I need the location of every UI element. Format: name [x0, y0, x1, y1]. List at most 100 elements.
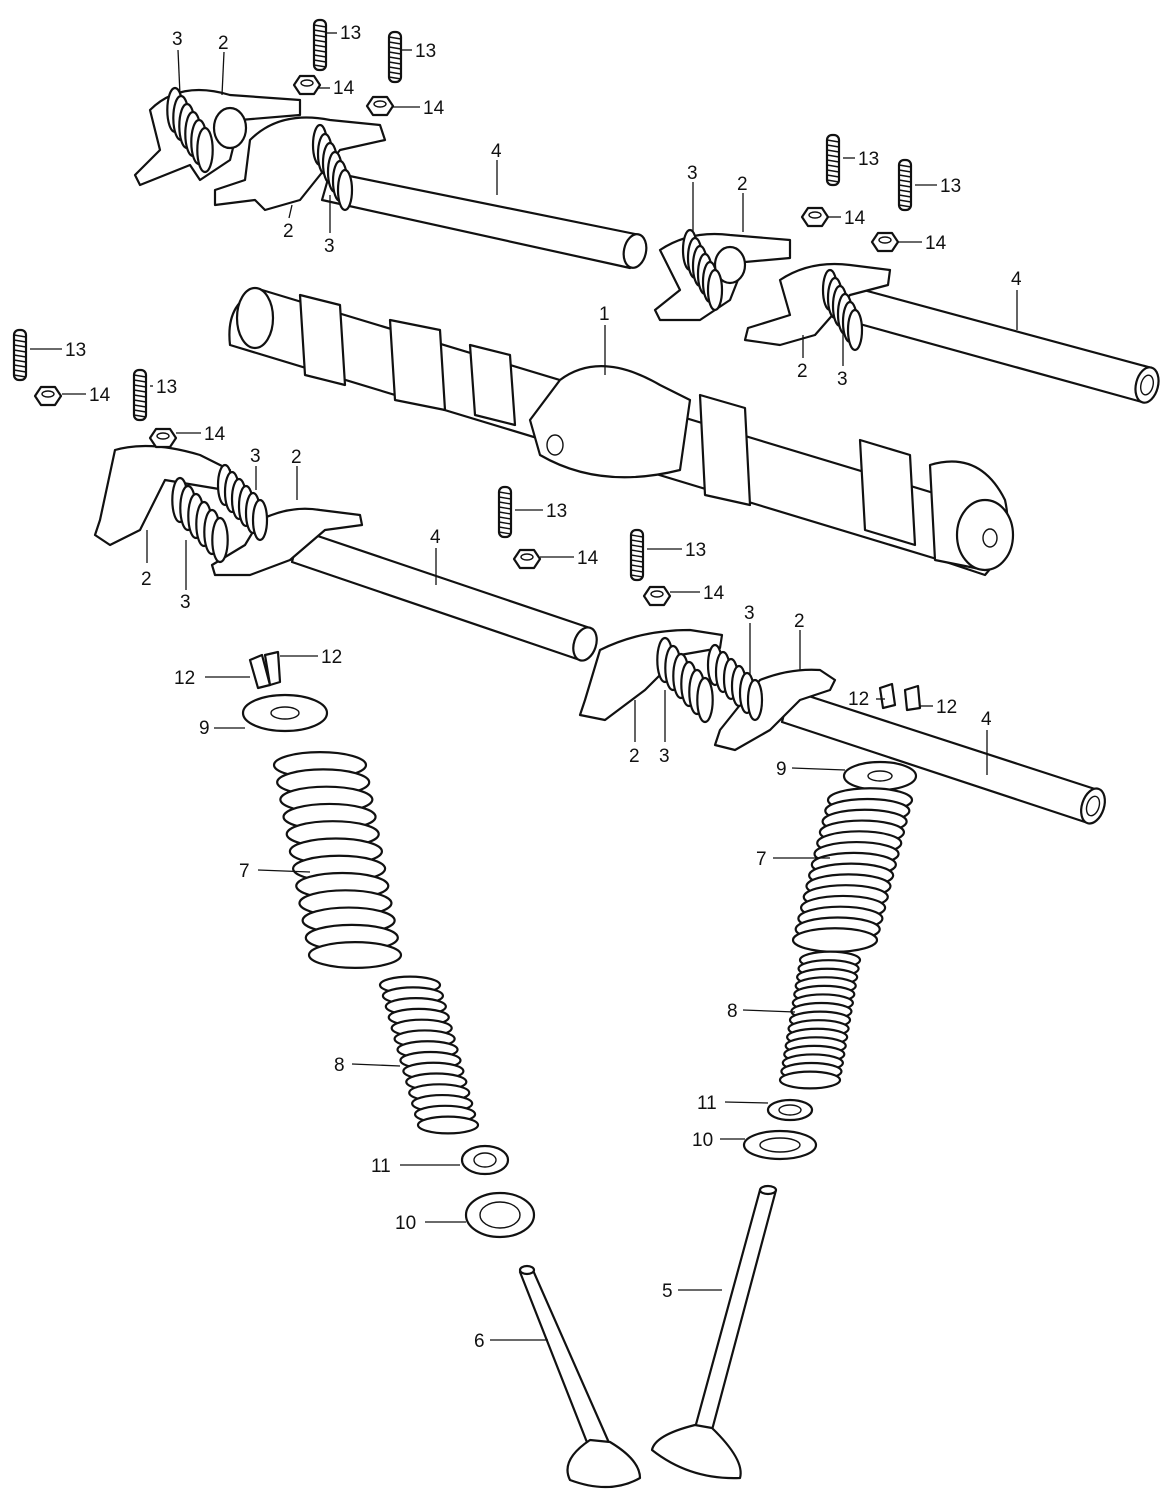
part-number-label: 7 [239, 861, 250, 882]
spring-coil [307, 941, 403, 969]
part-number-label: 3 [659, 746, 670, 767]
part-number-label: 3 [180, 592, 191, 613]
part-number-label: 2 [283, 221, 294, 242]
callout-6: 6 [474, 1331, 548, 1352]
part-number-label: 5 [662, 1281, 673, 1302]
hex-nut [512, 548, 542, 570]
callout-13: 13 [515, 501, 567, 522]
part-number-label: 2 [141, 569, 152, 590]
part-number-label: 14 [577, 548, 599, 569]
part-number-label: 14 [703, 583, 725, 604]
callout-10: 10 [692, 1130, 745, 1151]
callout-3: 3 [172, 29, 183, 96]
part-number-label: 14 [423, 98, 445, 119]
callout-4: 4 [430, 527, 441, 585]
part-number-label: 13 [340, 23, 361, 44]
part-number-label: 3 [324, 236, 335, 257]
part-number-label: 9 [776, 759, 787, 780]
spring-coil [336, 168, 354, 212]
leader-line [351, 1063, 401, 1067]
callout-2: 2 [218, 33, 229, 96]
rocker-spring [311, 123, 354, 212]
part-number-label: 13 [546, 501, 567, 522]
callout-9: 9 [199, 718, 245, 739]
callout-2: 2 [141, 530, 152, 590]
rocker-spring [681, 228, 724, 312]
part-number-label: 13 [685, 540, 706, 561]
rocker-shaft-top-right [836, 283, 1160, 404]
callout-14: 14 [898, 233, 947, 254]
part-number-label: 12 [174, 668, 195, 689]
callout-12: 12 [920, 697, 957, 718]
part-number-label: 3 [744, 603, 755, 624]
spring-coil [746, 678, 764, 722]
valve-spring-outer-right [791, 787, 914, 953]
valve-cotters [248, 650, 922, 712]
callout-1: 1 [599, 304, 610, 375]
callout-13: 13 [843, 149, 879, 170]
rocker-spring [216, 463, 269, 542]
part-number-label: 3 [250, 446, 261, 467]
callout-2: 2 [291, 447, 302, 500]
spring-coil [211, 516, 229, 564]
callout-3: 3 [250, 446, 261, 490]
callout-11: 11 [697, 1093, 769, 1114]
part-number-label: 7 [756, 849, 767, 870]
callout-2: 2 [797, 335, 808, 382]
callout-14: 14 [670, 583, 725, 604]
spring-coil [196, 126, 214, 174]
callout-14: 14 [540, 548, 599, 569]
part-number-label: 10 [395, 1213, 416, 1234]
washers [241, 693, 918, 1239]
hex-nut [800, 206, 830, 228]
callout-7: 7 [239, 861, 311, 882]
hex-nut [292, 74, 322, 96]
leader-line [742, 1009, 796, 1013]
hex-nut [642, 585, 672, 607]
stud-bolt [387, 30, 403, 84]
part-number-label: 12 [321, 647, 342, 668]
leader-line [791, 767, 846, 771]
leader-line [177, 49, 181, 96]
part-number-label: 4 [981, 709, 992, 730]
stud-bolt [12, 328, 28, 382]
stud-bolt [132, 368, 148, 422]
part-number-label: 4 [1011, 269, 1022, 290]
part-number-label: 1 [599, 304, 610, 325]
leader-line [221, 51, 225, 96]
stud-bolt [897, 158, 913, 212]
part-number-label: 2 [794, 611, 805, 632]
spring-coil [416, 1115, 480, 1135]
spring-coil [778, 1070, 842, 1090]
callout-2: 2 [737, 174, 748, 232]
callout-4: 4 [1011, 269, 1022, 330]
part-number-label: 3 [687, 163, 698, 184]
callout-14: 14 [62, 385, 111, 406]
callout-2: 2 [629, 700, 640, 767]
rocker-spring [166, 86, 214, 174]
callout-12: 12 [848, 689, 885, 710]
rocker-shaft-top-left [320, 170, 648, 270]
part-number-label: 10 [692, 1130, 713, 1151]
callout-9: 9 [776, 759, 846, 780]
valve-spring-outer-left [272, 751, 403, 969]
callout-14: 14 [176, 424, 226, 445]
callout-4: 4 [981, 709, 992, 775]
leader-line [724, 1101, 769, 1104]
callout-2: 2 [283, 204, 294, 242]
part-number-label: 6 [474, 1331, 485, 1352]
part-number-label: 14 [204, 424, 226, 445]
part-number-label: 4 [491, 141, 502, 162]
part-number-label: 14 [925, 233, 947, 254]
part-number-label: 14 [333, 78, 355, 99]
part-number-label: 8 [727, 1001, 738, 1022]
spring-coil [696, 676, 714, 724]
part-number-label: 2 [797, 361, 808, 382]
rocker-spring [821, 268, 864, 352]
spring-coil [251, 498, 269, 542]
callout-2: 2 [794, 611, 805, 670]
callout-5: 5 [662, 1281, 722, 1302]
hex-nut [148, 427, 178, 449]
valve-6-intake [518, 1264, 642, 1489]
stud-bolt [825, 133, 841, 187]
